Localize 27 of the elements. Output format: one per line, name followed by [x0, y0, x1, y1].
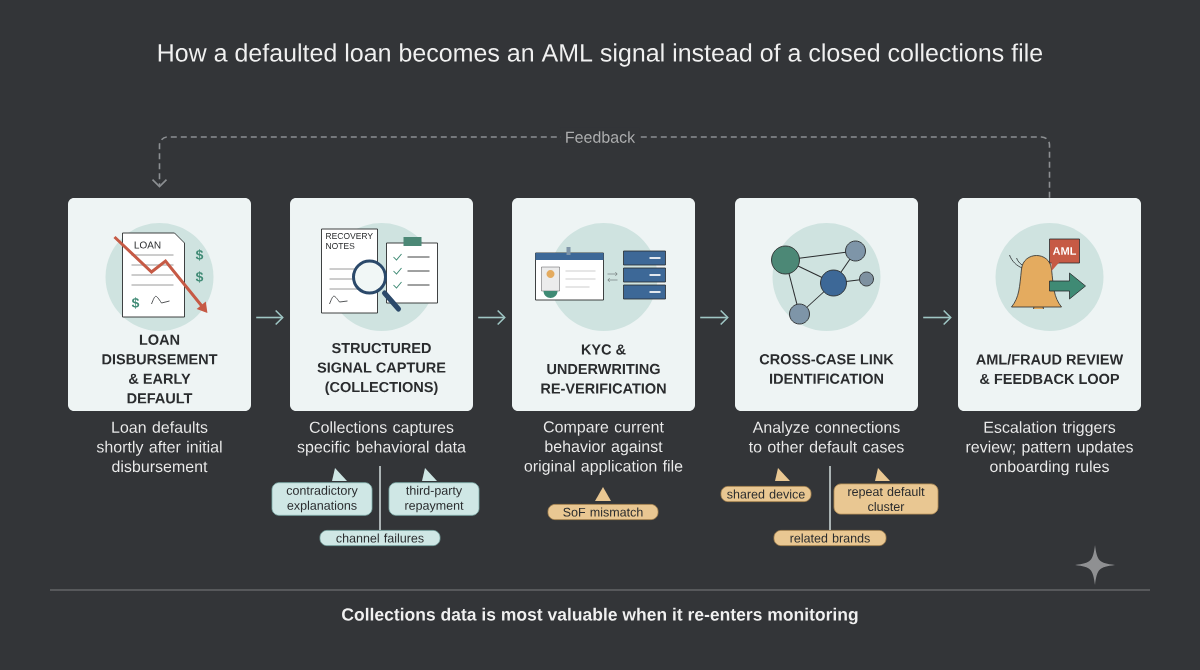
step-description: Loan defaults shortly after initial disbursement	[96, 421, 222, 473]
arrow	[699, 309, 729, 326]
icon-label: $	[195, 249, 204, 261]
step-description: Collections captures specific behavioral data	[297, 421, 466, 456]
title: How a defaulted loan becomes an AML signal instead of a closed collections file	[158, 43, 1043, 67]
icon-label: AML	[1052, 247, 1077, 255]
icon-label: RECOVERY NOTES	[326, 233, 373, 249]
tag-bubble: third-party repayment	[388, 468, 480, 516]
step-description: Analyze connections to other default cases	[748, 421, 904, 453]
icon-label: $	[195, 271, 204, 283]
caption: Collections data is most valuable when it re-enters monitoring	[342, 607, 858, 625]
arrow	[477, 309, 506, 326]
leader-line	[829, 465, 831, 531]
tag-bubble: related brands	[773, 530, 887, 546]
arrow	[922, 309, 952, 326]
arrow	[151, 136, 1051, 199]
leader-line	[379, 465, 381, 531]
tag-bubble: shared device	[720, 468, 812, 502]
step-description: Escalation triggers review; pattern updates onboarding rules	[966, 421, 1133, 476]
tag-bubble: channel failures	[319, 530, 441, 546]
icon-label: LOAN	[134, 241, 161, 249]
tag-bubble: SoF mismatch	[547, 487, 659, 520]
tag-bubble: repeat default cluster	[833, 468, 939, 515]
step-description: Compare current behavior against original application file	[524, 421, 683, 475]
arrow	[255, 309, 284, 326]
icon-label: $	[131, 297, 140, 309]
tag-bubble: contradictory explanations	[271, 468, 373, 516]
